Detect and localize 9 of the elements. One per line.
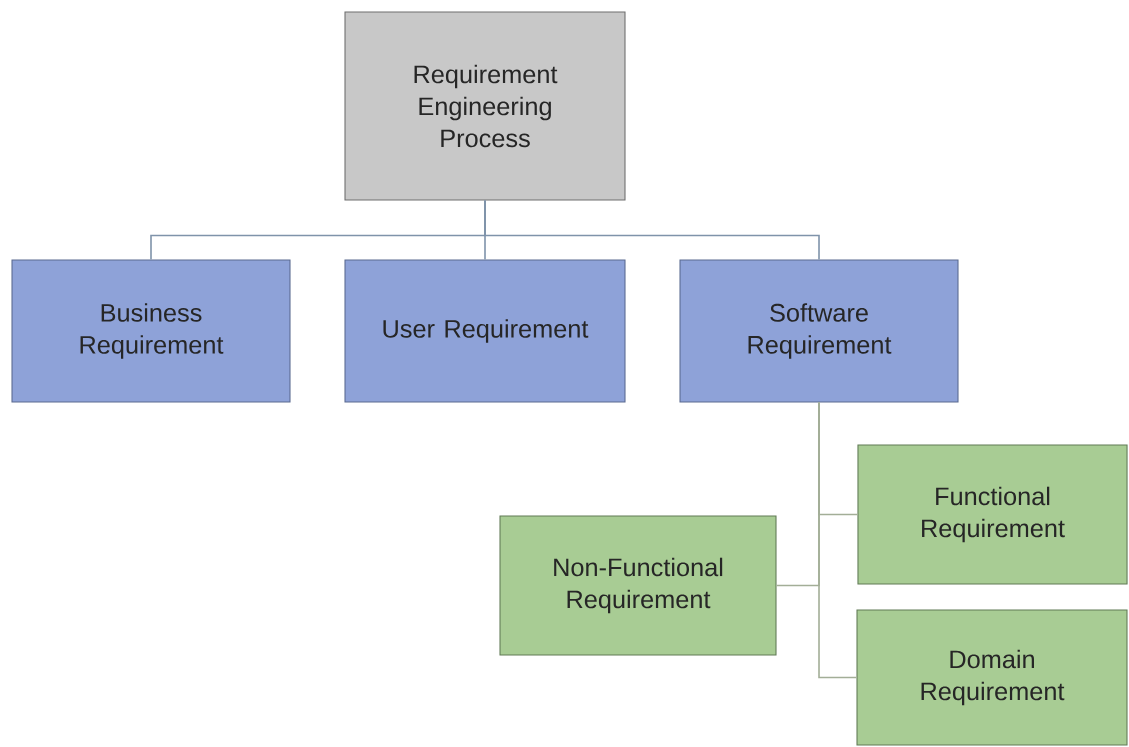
process-box: Functional Requirement bbox=[857, 444, 1128, 585]
root-box: Requirement Engineering Process bbox=[344, 11, 626, 201]
process-box: User Requirement bbox=[344, 259, 626, 403]
process-box: Business Requirement bbox=[11, 259, 291, 403]
process-box: Domain Requirement bbox=[856, 609, 1128, 746]
connector-line bbox=[484, 199, 820, 261]
connector-line bbox=[818, 401, 858, 679]
process-box: Software Requirement bbox=[679, 259, 959, 403]
process-box: Non-Functional Requirement bbox=[499, 515, 777, 656]
